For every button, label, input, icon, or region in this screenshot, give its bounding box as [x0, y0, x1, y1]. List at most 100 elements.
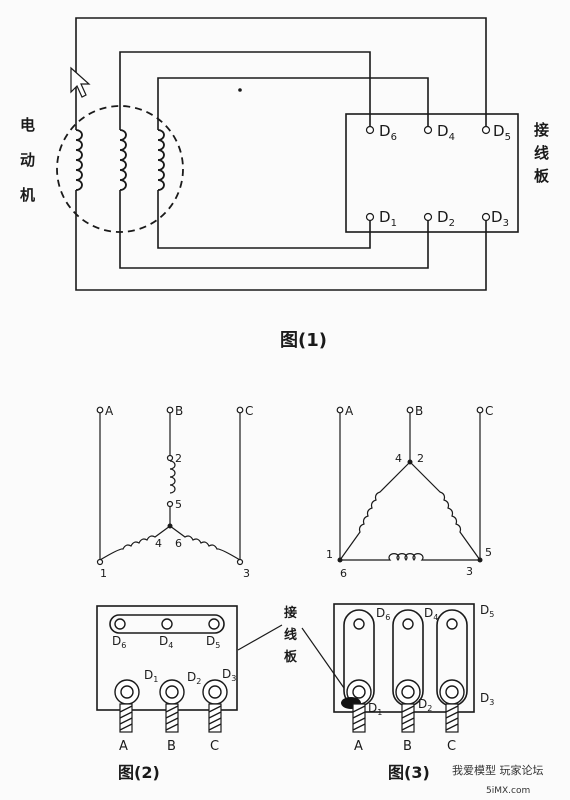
delta-label-b: B — [415, 404, 423, 418]
star-terminal-c — [236, 406, 244, 414]
fig3-top-terminal-3 — [446, 618, 458, 630]
board-label-2: 线 — [534, 144, 549, 162]
delta-node-right — [477, 557, 483, 563]
fig2-label-d1: D1 — [144, 668, 158, 684]
figure-2: D6 D4 D5 D1 D2 D3 A B C 图(2) — [96, 605, 238, 782]
delta-terminal-b — [406, 406, 414, 414]
star-node-1 — [96, 558, 104, 566]
fig2-bottom-terminal-2 — [165, 685, 179, 699]
wire-coil2-d6 — [119, 51, 371, 130]
fig3-wire-c — [445, 703, 459, 733]
watermark-line-1: 我爱模型 玩家论坛 — [452, 763, 544, 777]
board-label-1: 接 — [534, 121, 549, 139]
star-schematic: A B C 2 5 4 6 1 3 — [96, 404, 253, 580]
star-coil-c — [169, 525, 241, 561]
fig2-wire-label-b: B — [167, 739, 176, 754]
wire-coil3-d4 — [157, 77, 429, 130]
terminal-d1 — [365, 212, 375, 222]
motor-coil-2 — [119, 129, 127, 191]
star-num-3: 3 — [243, 567, 250, 580]
delta-num-4: 4 — [395, 452, 402, 465]
star-node-2 — [166, 454, 174, 462]
delta-coil-bottom — [340, 553, 480, 561]
star-coil-a — [99, 525, 171, 561]
watermark-line-2: 5iMX.com — [486, 786, 530, 796]
star-node-3 — [236, 558, 244, 566]
delta-num-1: 1 — [326, 548, 333, 561]
wire-coil1-d5 — [75, 17, 487, 130]
fig3-bottom-terminal-2 — [401, 685, 415, 699]
star-coil-b — [169, 460, 176, 494]
motor-coil-3 — [157, 129, 165, 191]
caption-fig-3: 图(3) — [388, 763, 430, 782]
motor-label-1: 电 — [20, 116, 35, 134]
label-d1: D1 — [379, 208, 397, 229]
terminal-board — [345, 113, 519, 233]
fig3-wire-label-c: C — [447, 739, 456, 754]
callout-label-2: 线 — [284, 627, 297, 643]
terminal-d5 — [481, 125, 491, 135]
fig3-wire-label-a: A — [354, 739, 363, 754]
fig3-label-d6: D6 — [376, 606, 390, 622]
fig3-label-d2: D2 — [418, 697, 432, 713]
star-label-b: B — [175, 404, 183, 418]
delta-terminal-c — [476, 406, 484, 414]
fig3-wire-label-b: B — [403, 739, 412, 754]
delta-num-3: 3 — [466, 565, 473, 578]
terminal-d6 — [365, 125, 375, 135]
motor-label-3: 机 — [20, 186, 35, 204]
callout-line-left — [237, 624, 283, 651]
star-center — [167, 523, 173, 529]
fig3-wire-a — [352, 703, 366, 733]
terminal-d4 — [423, 125, 433, 135]
terminal-d3 — [481, 212, 491, 222]
delta-num-6: 6 — [340, 567, 347, 580]
callout-label-3: 板 — [284, 649, 298, 665]
fig2-wire-label-c: C — [210, 739, 219, 754]
label-d2: D2 — [437, 208, 455, 229]
caption-fig-2: 图(2) — [118, 763, 160, 782]
star-label-a: A — [105, 404, 114, 418]
fig3-bottom-terminal-3 — [445, 685, 459, 699]
fig3-label-d3: D3 — [480, 691, 494, 707]
fig3-wire-b — [401, 703, 415, 733]
figure-1: D6 D4 D5 D1 D2 D3 电 动 机 接 线 板 图(1) — [20, 17, 550, 351]
fig2-label-d2: D2 — [187, 670, 201, 686]
delta-label-a: A — [345, 404, 354, 418]
star-num-2: 2 — [175, 452, 182, 465]
callout-label-1: 接 — [284, 605, 297, 621]
star-num-6: 6 — [175, 537, 182, 550]
label-d5: D5 — [493, 122, 511, 143]
fig2-top-terminal-1 — [114, 618, 126, 630]
delta-node-top — [407, 459, 413, 465]
dot-mark — [238, 88, 242, 92]
star-num-1: 1 — [100, 567, 107, 580]
fig3-label-d5: D5 — [480, 603, 494, 619]
fig2-label-d6: D6 — [112, 634, 126, 650]
cursor-arrow-icon — [70, 66, 91, 98]
delta-node-left — [337, 557, 343, 563]
callout-line-right — [301, 627, 345, 689]
figure-3: D6 D4 D5 D1 D2 D3 A B C 图(3) — [333, 603, 494, 782]
fig2-top-terminal-2 — [161, 618, 173, 630]
star-num-5: 5 — [175, 498, 182, 511]
fig2-label-d5: D5 — [206, 634, 220, 650]
delta-terminal-a — [336, 406, 344, 414]
wire-coil1-d3 — [75, 190, 487, 291]
motor-label-2: 动 — [20, 151, 35, 169]
caption-fig-1: 图(1) — [280, 330, 327, 351]
board-callout: 接 线 板 — [237, 605, 345, 689]
delta-coil-left — [339, 461, 411, 561]
fig3-top-terminal-1 — [353, 618, 365, 630]
fig2-wire-a — [119, 703, 133, 733]
fig2-wire-b — [165, 703, 179, 733]
fig3-bottom-terminal-1 — [352, 685, 366, 699]
delta-num-2: 2 — [417, 452, 424, 465]
delta-coil-right — [409, 461, 481, 561]
fig2-bottom-terminal-3 — [208, 685, 222, 699]
fig2-top-terminal-3 — [208, 618, 220, 630]
delta-num-5: 5 — [485, 546, 492, 559]
star-node-5 — [166, 500, 174, 508]
